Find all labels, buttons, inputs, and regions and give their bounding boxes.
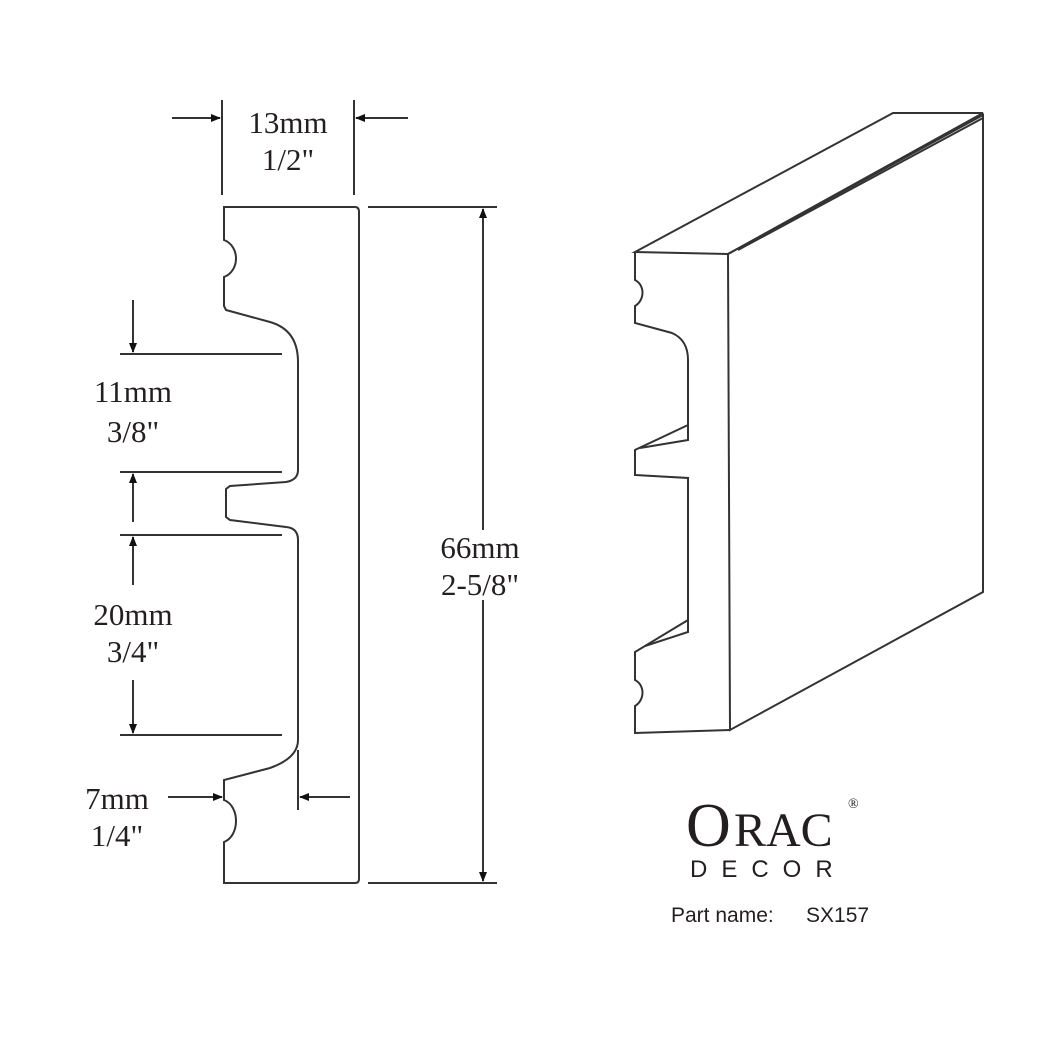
isometric-view xyxy=(631,112,984,735)
recess-depth-in: 1/4" xyxy=(91,818,143,853)
width-in: 1/2" xyxy=(262,142,314,177)
logo-rest: RAC xyxy=(734,804,833,857)
lower-recess-mm: 20mm xyxy=(93,597,172,632)
upper-recess-in: 3/8" xyxy=(107,414,159,449)
dimension-lines xyxy=(120,100,497,884)
recess-depth-mm: 7mm xyxy=(85,781,149,816)
upper-recess-mm: 11mm xyxy=(94,374,172,409)
profile-section xyxy=(223,206,360,884)
width-mm: 13mm xyxy=(248,105,327,140)
orac-decor-logo: O RAC ® DECOR xyxy=(686,792,859,883)
logo-initial: O xyxy=(686,792,731,860)
registered-mark: ® xyxy=(848,797,859,812)
height-mm: 66mm xyxy=(440,530,519,565)
height-in: 2-5/8" xyxy=(441,567,519,602)
part-value: SX157 xyxy=(806,904,869,927)
part-label: Part name: xyxy=(671,904,774,927)
logo-sub: DECOR xyxy=(690,856,847,883)
lower-recess-in: 3/4" xyxy=(107,634,159,669)
